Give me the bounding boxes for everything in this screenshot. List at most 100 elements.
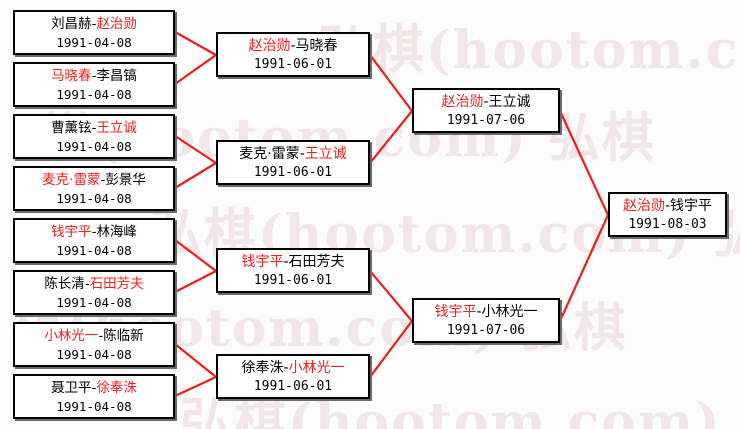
player-left: 聂卫平 [51,379,92,396]
player-separator: - [283,359,289,376]
match-date: 1991-06-01 [253,164,333,180]
player-right: 石田芳夫 [288,253,345,270]
bracket-connector [369,320,413,378]
player-separator: - [91,67,97,84]
player-right: 赵治勋 [96,15,137,32]
player-right: 马晓春 [295,37,338,54]
match-players: 陈长清-石田芳夫 [44,275,143,294]
player-separator: - [84,275,90,292]
player-left: 曹薰铉 [51,119,92,136]
bracket-connector [369,270,413,322]
bracket-connector [559,110,609,216]
match-players: 赵治勋-马晓春 [248,37,337,56]
player-right: 林海峰 [96,223,137,240]
match-players: 赵治勋-王立诚 [441,93,530,112]
watermark-text: 弘棋(hootom.com) 弘 [318,20,740,81]
player-left: 钱宇平 [51,223,92,240]
match-players: 小林光一-陈临新 [44,327,143,346]
match-date: 1991-06-01 [253,56,333,72]
match-players: 钱宇平-石田芳夫 [241,253,344,272]
match-date: 1991-04-08 [56,242,132,258]
player-separator: - [299,145,305,162]
player-right: 李昌镐 [96,67,137,84]
player-right: 王立诚 [304,145,347,162]
player-left: 赵治勋 [622,197,665,214]
player-right: 徐奉洙 [96,379,137,396]
match-players: 聂卫平-徐奉洙 [51,379,137,398]
player-separator: - [476,303,482,320]
player-left: 赵治勋 [248,37,291,54]
player-separator: - [290,37,296,54]
bracket-connector [558,214,610,322]
bracket-connector [174,270,217,293]
match-date: 1991-04-08 [56,398,132,414]
match-date: 1991-07-06 [446,112,526,128]
player-left: 钱宇平 [241,253,284,270]
bracket-connector [369,110,413,164]
match-date: 1991-04-08 [56,294,132,310]
bracket-connector [369,54,413,112]
player-separator: - [91,223,97,240]
player-left: 赵治勋 [441,93,484,110]
player-separator: - [100,171,106,188]
bracket-connector [174,239,217,272]
player-left: 陈长清 [44,275,85,292]
match-players: 刘昌赫-赵治勋 [51,15,137,34]
match-date: 1991-04-08 [56,138,132,154]
match-date: 1991-04-08 [56,34,132,50]
bracket-connector [174,343,217,378]
match-date: 1991-06-01 [253,272,333,288]
match-players: 麦克·雷蒙-王立诚 [239,145,347,164]
player-left: 徐奉洙 [241,359,284,376]
bracket-connector [174,135,217,164]
player-separator: - [91,379,97,396]
player-separator: - [98,327,104,344]
match-date: 1991-04-08 [56,86,132,102]
match-players: 马晓春-李昌镐 [51,67,137,86]
bracket-connector [174,54,217,85]
match-players: 钱宇平-林海峰 [51,223,137,242]
match-date: 1991-06-01 [253,378,333,394]
player-left: 刘昌赫 [51,15,92,32]
player-left: 麦克·雷蒙 [42,171,101,188]
player-right: 小林光一 [288,359,345,376]
match-date: 1991-07-06 [446,322,526,338]
bracket-connector [174,376,217,397]
match-date: 1991-04-08 [56,190,132,206]
match-players: 曹薰铉-王立诚 [51,119,137,138]
player-right: 王立诚 [488,93,531,110]
bracket-connector [174,31,217,56]
player-separator: - [91,119,97,136]
player-left: 马晓春 [51,67,92,84]
match-players: 徐奉洙-小林光一 [241,359,344,378]
player-right: 小林光一 [481,303,538,320]
player-right: 石田芳夫 [89,275,144,292]
player-separator: - [664,197,671,214]
match-players: 钱宇平-小林光一 [434,303,537,322]
player-right: 彭景华 [105,171,146,188]
match-players: 麦克·雷蒙-彭景华 [42,171,146,190]
player-separator: - [283,253,289,270]
player-left: 钱宇平 [434,303,477,320]
player-right: 陈临新 [103,327,144,344]
player-left: 小林光一 [44,327,99,344]
player-right: 王立诚 [96,119,137,136]
player-right: 钱宇平 [670,197,713,214]
match-players: 赵治勋-钱宇平 [623,197,712,216]
player-left: 麦克·雷蒙 [239,145,300,162]
